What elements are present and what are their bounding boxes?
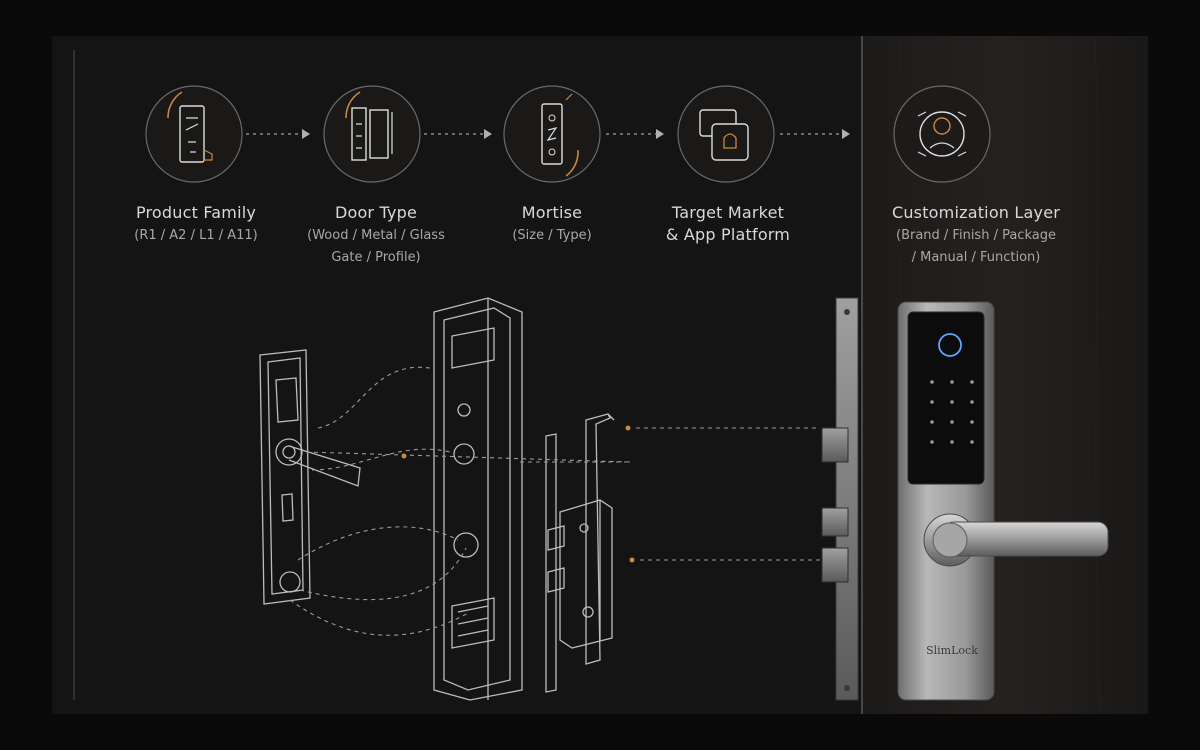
step-mortise: Mortise (Size / Type) — [452, 202, 652, 248]
step-subtitle: (Wood / Metal / Glass — [307, 228, 445, 243]
connector-dot-1 — [401, 453, 407, 459]
customization-icon — [893, 85, 991, 183]
product-family-icon — [142, 82, 246, 186]
lever-handle — [943, 521, 1109, 557]
dead-bolt — [821, 547, 849, 583]
step-subtitle-line2: Gate / Profile) — [331, 250, 421, 265]
target-market-icon — [677, 85, 775, 183]
fingerprint-sensor — [938, 333, 962, 357]
step-title: Door Type — [334, 203, 418, 222]
spindle-bars — [545, 413, 615, 693]
step-title: Product Family — [135, 203, 257, 222]
outer-handle-plate — [259, 349, 361, 605]
faceplate-screw-top — [844, 309, 850, 315]
step-product-family: Product Family (R1 / A2 / L1 / A11) — [96, 202, 296, 248]
faceplate-screw-bottom — [844, 685, 850, 691]
keypad-digits — [930, 380, 974, 444]
step-title: Mortise — [521, 203, 583, 222]
mortise-box — [547, 499, 613, 649]
main-lock-body — [433, 297, 523, 701]
latch-bolt-middle — [821, 507, 849, 537]
step-title: Target Market — [671, 203, 785, 222]
lock-brand-logo: SlimLock — [926, 644, 978, 657]
step-subtitle: (Size / Type) — [512, 228, 592, 243]
flow-arrow-heads — [302, 129, 850, 139]
step-door-type: Door Type (Wood / Metal / Glass Gate / P… — [276, 202, 476, 268]
mortise-faceplate — [835, 297, 859, 701]
connector-dot-2 — [625, 425, 631, 431]
keypad-glass — [907, 311, 985, 485]
dashed-connectors — [289, 366, 820, 636]
connector-dot-3 — [629, 557, 635, 563]
step-target-market: Target Market & App Platform — [628, 202, 828, 246]
exploded-view-lines — [259, 297, 615, 701]
handle-hub — [932, 522, 968, 558]
mortise-icon — [503, 85, 601, 183]
step-subtitle: & App Platform — [665, 225, 791, 244]
step-subtitle: (Brand / Finish / Package — [896, 228, 1056, 243]
latch-bolt-top — [821, 427, 849, 463]
step-circles — [142, 82, 991, 186]
step-title: Customization Layer — [891, 203, 1061, 222]
step-subtitle-line2: / Manual / Function) — [911, 250, 1041, 265]
step-subtitle: (R1 / A2 / L1 / A11) — [134, 228, 258, 243]
step-customization-layer: Customization Layer (Brand / Finish / Pa… — [866, 202, 1086, 268]
door-type-icon — [323, 85, 421, 183]
